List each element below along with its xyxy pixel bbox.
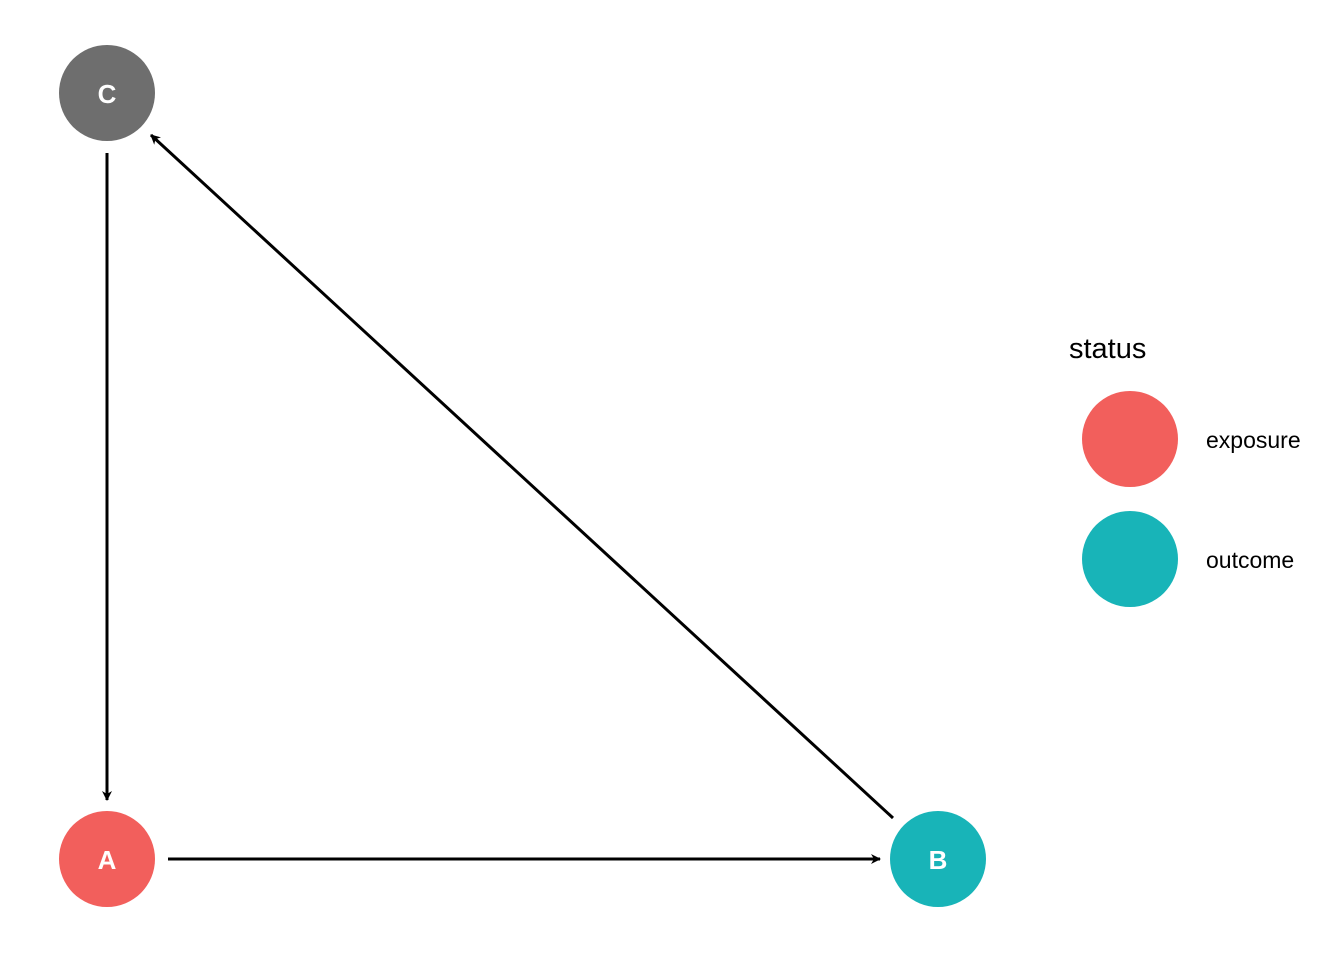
node-a-circle [59, 811, 155, 907]
node-b-label: B [929, 845, 948, 875]
node-c-label: C [98, 79, 117, 109]
node-c-circle [59, 45, 155, 141]
legend-label-exposure: exposure [1206, 427, 1301, 453]
legend-swatch-outcome [1082, 511, 1178, 607]
legend-label-outcome: outcome [1206, 547, 1294, 573]
node-b[interactable]: B [890, 811, 986, 907]
edge-b-to-c [149, 133, 895, 820]
legend: status exposure outcome [1069, 333, 1301, 607]
legend-title: status [1069, 333, 1146, 365]
legend-swatch-exposure [1082, 391, 1178, 487]
edges [102, 133, 895, 864]
node-b-circle [890, 811, 986, 907]
legend-item-exposure: exposure [1082, 391, 1301, 487]
legend-item-outcome: outcome [1082, 511, 1294, 607]
node-c[interactable]: C [59, 45, 155, 141]
node-a[interactable]: A [59, 811, 155, 907]
node-a-label: A [98, 845, 117, 875]
